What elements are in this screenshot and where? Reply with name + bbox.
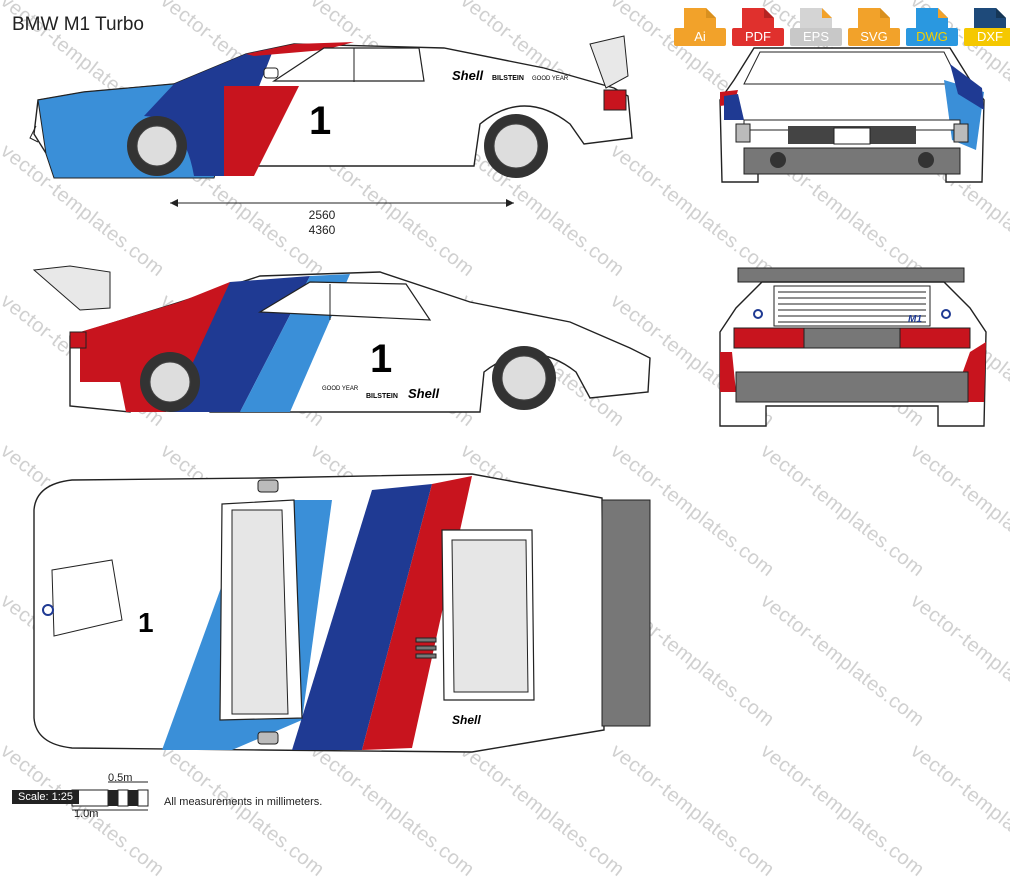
eps-file-icon[interactable]: EPS [790,6,842,50]
top-view: 1 Shell [33,473,651,753]
format-icons: Ai PDF EPS SVG DWG DXF [674,6,1010,50]
watermark-text: vector-templates.com [906,440,1010,582]
pdf-file-icon[interactable]: PDF [732,6,784,50]
dimension-labels: 2560 4360 [262,208,382,238]
race-number-top: 1 [138,607,154,638]
watermark-text: vector-templates.com [606,740,779,882]
watermark-text: vector-templates.com [756,590,929,732]
bilstein-logo-side: BILSTEIN [492,75,524,82]
watermark-text: vector-templates.com [306,740,479,882]
page-title: BMW M1 Turbo [12,14,144,35]
wheelbase-value: 2560 [308,208,336,222]
dxf-label: DXF [964,28,1010,46]
watermark-text: vector-templates.com [456,740,629,882]
dwg-label: DWG [906,28,958,46]
eps-label: EPS [790,28,842,46]
side-view-right: 1 Shell BILSTEIN GOOD YEAR [32,265,651,413]
length-value: 4360 [308,223,336,237]
m1-badge: M1 [908,314,922,325]
scale-half-meter: 0.5m [108,772,133,784]
shell-logo-side: Shell [452,68,483,83]
svg-file-icon[interactable]: SVG [848,6,900,50]
front-view [719,47,985,183]
watermark-text: vector-templates.com [906,590,1010,732]
wheelbase-dimension-line [170,199,514,207]
watermark-text: vector-templates.com [156,740,329,882]
scale-bar [71,781,149,811]
race-number-side: 1 [309,99,331,143]
ai-label: Ai [674,28,726,46]
ai-file-icon[interactable]: Ai [674,6,726,50]
scale-label: Scale: 1:25 [12,790,80,804]
side-view-left: 1 Shell BILSTEIN GOOD YEAR [29,35,633,179]
shell-logo-side-right: Shell [408,386,439,401]
measurement-note: All measurements in millimeters. [164,796,323,808]
watermark-text: vector-templates.com [756,440,929,582]
goodyear-logo-side: GOOD YEAR [532,76,569,82]
race-number-side-right: 1 [370,337,392,381]
pdf-label: PDF [732,28,784,46]
rear-view: M1 [719,267,987,427]
scale-meter: 1.0m [74,808,99,820]
shell-logo-top: Shell [452,713,481,727]
watermark-text: vector-templates.com [756,740,929,882]
goodyear-logo-side-right: GOOD YEAR [322,386,359,392]
dxf-file-icon[interactable]: DXF [964,6,1010,50]
watermark-text: vector-templates.com [906,740,1010,882]
dwg-file-icon[interactable]: DWG [906,6,958,50]
svg-label: SVG [848,28,900,46]
bilstein-logo-side-right: BILSTEIN [366,393,398,400]
